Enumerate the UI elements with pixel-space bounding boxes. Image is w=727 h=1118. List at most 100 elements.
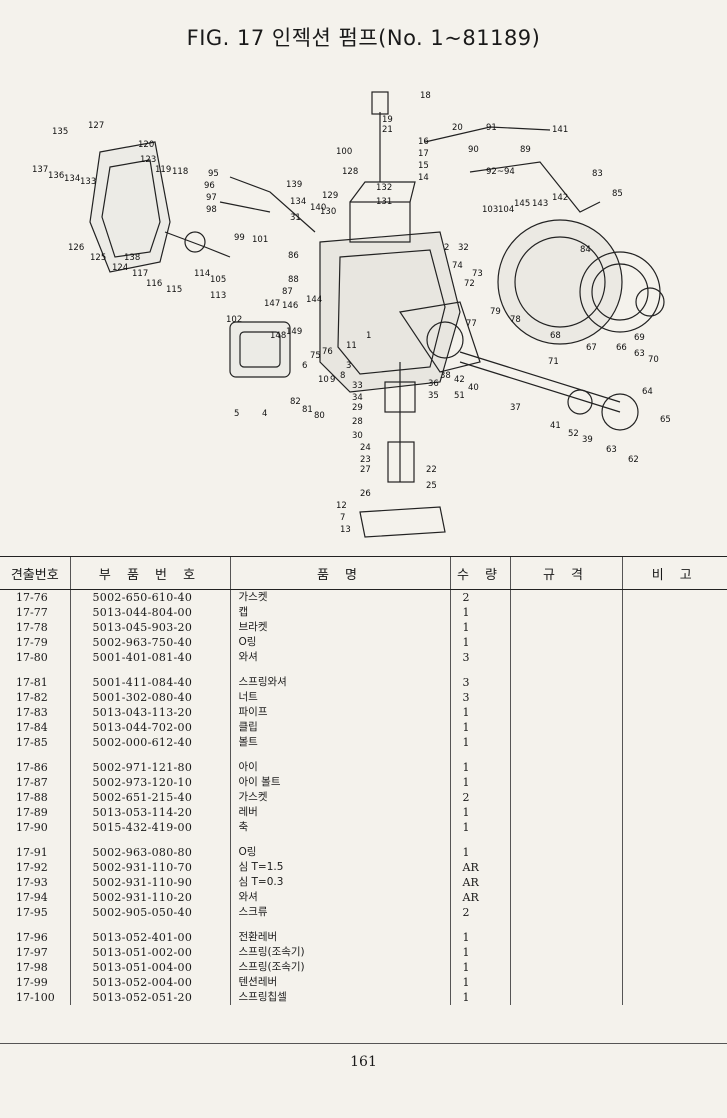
remarks-cell: [621, 650, 727, 665]
callout-39: 39: [582, 435, 593, 445]
callout-146: 146: [282, 301, 298, 311]
callout-84: 84: [580, 245, 591, 255]
part-name-cell: 브라켓: [229, 620, 450, 635]
callout-101: 101: [252, 235, 268, 245]
part-number-cell: 5002-931-110-20: [69, 890, 230, 905]
part-name-cell: 스프링(조속기): [229, 960, 450, 975]
ref-no-cell: 17-90: [16, 821, 48, 834]
callout-4: 4: [262, 409, 267, 419]
part-number-cell: 5013-045-903-20: [69, 620, 230, 635]
part-number-cell: 5002-963-080-80: [69, 845, 230, 860]
remarks-cell: [621, 960, 727, 975]
callout-82: 82: [290, 397, 301, 407]
remarks-cell: [621, 820, 727, 835]
table-spacer-row: [0, 665, 727, 675]
part-name-cell: 스크류: [229, 905, 450, 920]
callout-2: 2: [444, 243, 449, 253]
remarks-cell: [621, 905, 727, 920]
remarks-cell: [621, 890, 727, 905]
callout-123: 123: [140, 155, 156, 165]
ref-no-cell: 17-84: [16, 721, 48, 734]
callout-42: 42: [454, 375, 465, 385]
spacer-cell: [449, 750, 510, 760]
part-name-cell: O링: [229, 845, 450, 860]
part-name-cell: 클립: [229, 720, 450, 735]
callout-116: 116: [146, 279, 162, 289]
callout-119: 119: [155, 165, 171, 175]
header-remarks: 비 고: [621, 556, 727, 590]
spacer-cell: [509, 750, 622, 760]
ref-no-cell: 17-91: [16, 846, 48, 859]
part-name-cell: 캡: [229, 605, 450, 620]
quantity-cell: AR: [449, 860, 510, 875]
spec-cell: [509, 945, 622, 960]
table-spacer-row: [0, 920, 727, 930]
header-part-name: 품 명: [229, 556, 450, 590]
spacer-cell: [621, 750, 727, 760]
spacer-cell: [0, 750, 70, 760]
callout-22: 22: [426, 465, 437, 475]
callout-19: 19: [382, 115, 393, 125]
ref-no-cell: 17-93: [16, 876, 48, 889]
quantity-cell: 1: [449, 720, 510, 735]
callout-133: 133: [80, 177, 96, 187]
remarks-cell: [621, 620, 727, 635]
callout-80: 80: [314, 411, 325, 421]
part-name-cell: O링: [229, 635, 450, 650]
part-number-cell: 5002-650-610-40: [69, 589, 230, 605]
callout-78: 78: [510, 315, 521, 325]
callout-129: 129: [322, 191, 338, 201]
callout-74: 74: [452, 261, 463, 271]
spacer-cell: [621, 835, 727, 845]
remarks-cell: [621, 735, 727, 750]
callout-9: 9: [330, 375, 335, 385]
callout-145: 145: [514, 199, 530, 209]
spacer-cell: [449, 835, 510, 845]
callout-73: 73: [472, 269, 483, 279]
spec-cell: [509, 635, 622, 650]
callout-83: 83: [592, 169, 603, 179]
quantity-cell: 1: [449, 945, 510, 960]
header-part-number: 부 품 번 호: [69, 556, 230, 590]
spacer-cell: [0, 920, 70, 930]
quantity-cell: 3: [449, 675, 510, 690]
part-name-cell: 심 T=0.3: [229, 875, 450, 890]
spacer-cell: [229, 750, 450, 760]
quantity-cell: 1: [449, 705, 510, 720]
remarks-cell: [621, 635, 727, 650]
callout-37: 37: [510, 403, 521, 413]
remarks-cell: [621, 760, 727, 775]
part-number-cell: 5015-432-419-00: [69, 820, 230, 835]
remarks-cell: [621, 945, 727, 960]
spec-cell: [509, 720, 622, 735]
callout-87: 87: [282, 287, 293, 297]
part-name-cell: 가스켓: [229, 589, 450, 605]
part-number-cell: 5002-931-110-90: [69, 875, 230, 890]
callout-134b: 134: [290, 197, 306, 207]
callout-124: 124: [112, 263, 128, 273]
ref-no-cell: 17-96: [16, 931, 48, 944]
callout-70: 70: [648, 355, 659, 365]
ref-no-cell: 17-79: [16, 636, 48, 649]
ref-no-cell: 17-77: [16, 606, 48, 619]
callout-26: 26: [360, 489, 371, 499]
ref-no-cell: 17-81: [16, 676, 48, 689]
callout-118: 118: [172, 167, 188, 177]
spec-cell: [509, 790, 622, 805]
spacer-cell: [69, 750, 230, 760]
table-bottom-rule: [0, 1043, 727, 1044]
ref-no-cell: 17-82: [16, 691, 48, 704]
callout-113: 113: [210, 291, 226, 301]
